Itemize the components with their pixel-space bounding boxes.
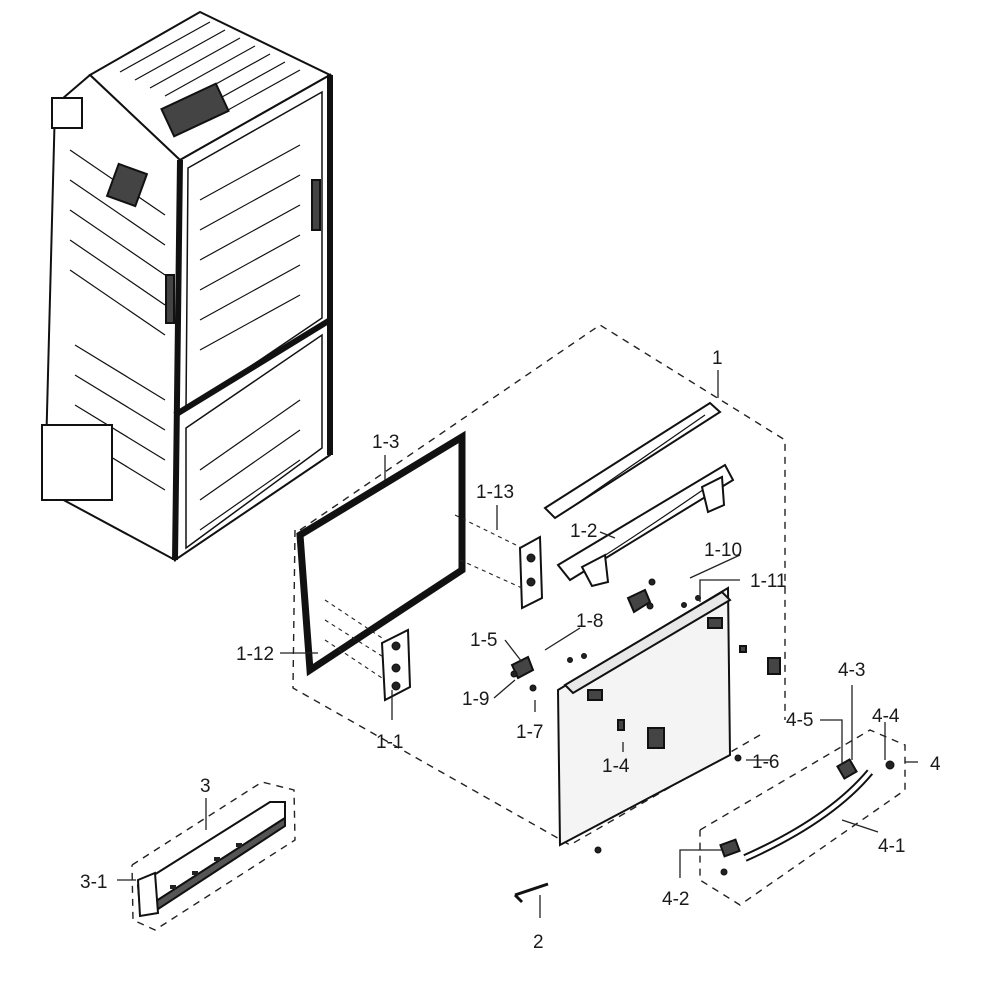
callout-1-6: 1-6 [752,752,779,773]
door-gasket-frame [296,430,466,677]
leader-lines [117,370,918,918]
callout-1-5: 1-5 [470,630,497,651]
hinge-pin-upper [626,578,656,614]
callout-1-4: 1-4 [602,756,630,777]
callout-1-12: 1-12 [236,644,274,665]
callout-1-13: 1-13 [476,482,514,503]
lower-hinge-bracket [324,599,412,702]
assembly-1-boundary [299,324,786,720]
drawer-door-panel [556,586,742,854]
callout-1: 1 [712,348,723,369]
screws [567,595,781,675]
callout-3-1: 3-1 [80,872,107,893]
callout-4-1: 4-1 [878,836,905,857]
callout-4-4: 4-4 [872,706,900,727]
callout-4-5: 4-5 [786,710,813,731]
clip-2 [513,882,549,904]
refrigerator-cabinet [41,10,333,562]
hinge-pin-lower [510,655,537,692]
callout-3: 3 [200,776,211,797]
callout-4: 4 [930,754,941,775]
callout-1-1: 1-1 [376,732,403,753]
door-handle-lower [556,463,735,588]
tube-assembly-4 [719,758,895,876]
drawer-rail-3 [136,801,286,918]
callout-4-2: 4-2 [662,889,689,910]
callout-2: 2 [533,932,544,953]
callout-1-7: 1-7 [516,722,543,743]
upper-hinge-bracket [454,514,544,610]
callout-1-9: 1-9 [462,689,489,710]
assembly-4-boundary [699,729,906,906]
callout-4-3: 4-3 [838,660,865,681]
callout-1-2: 1-2 [570,521,597,542]
callout-1-8: 1-8 [576,611,603,632]
callout-labels: 1 1-3 1-13 1-2 1-10 1-11 1-8 1-5 1-12 1-… [80,348,941,953]
assembly-3-boundary [131,781,296,931]
callout-1-3: 1-3 [372,432,399,453]
callout-1-11: 1-11 [750,571,787,592]
door-handle-upper [543,401,722,520]
callout-1-10: 1-10 [704,540,742,561]
